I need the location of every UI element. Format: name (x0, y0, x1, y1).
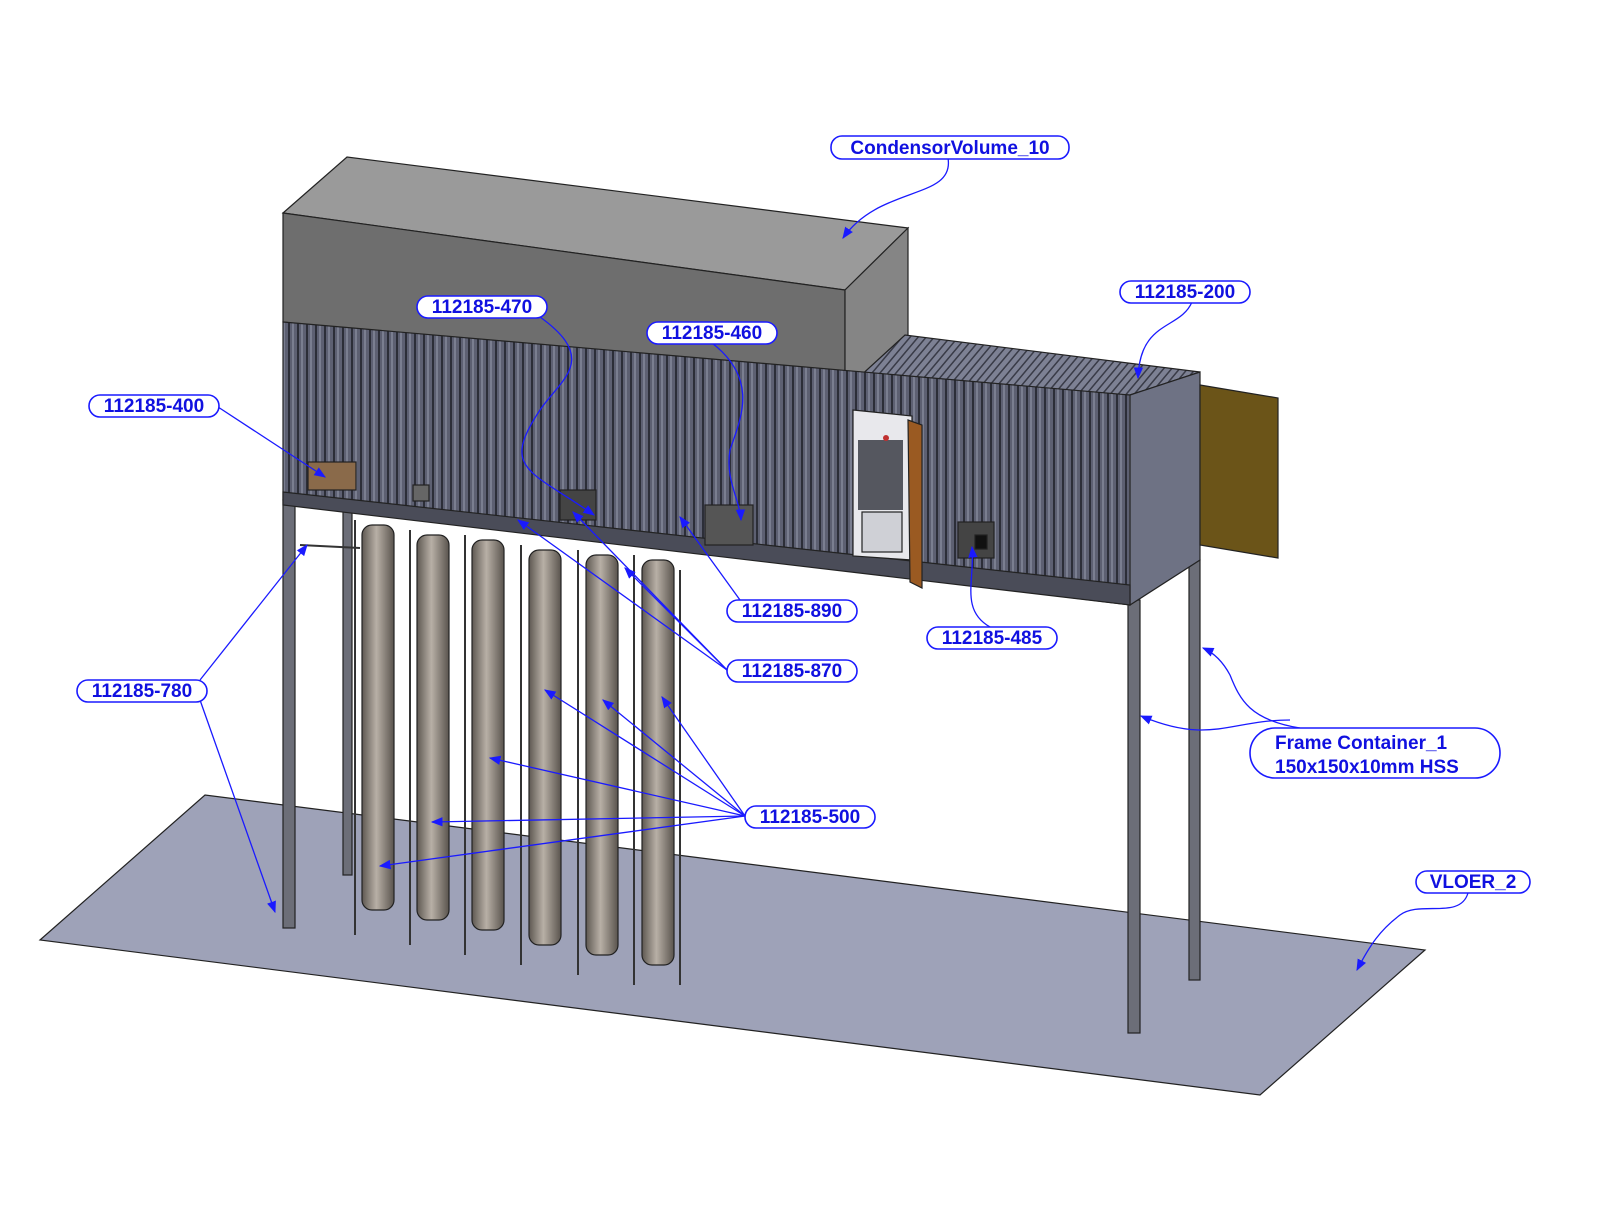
callout-vloer: VLOER_2 (1415, 870, 1531, 894)
callout-label: 112185-460 (662, 323, 762, 344)
container-door (1199, 384, 1279, 559)
callout-112185-200: 112185-200 (1119, 280, 1251, 304)
callout-label: 150x150x10mm HSS (1275, 757, 1459, 778)
condensor-volume (281, 156, 910, 392)
callout-112185-470: 112185-470 (416, 295, 548, 319)
callout-112185-870: 112185-870 (726, 659, 858, 683)
callout-label: CondensorVolume_10 (850, 138, 1049, 159)
service-opening (852, 409, 923, 589)
callout-label: 112185-780 (92, 681, 192, 702)
floor-plate (38, 794, 1427, 1096)
callout-label: 112185-890 (742, 601, 842, 622)
callout-label: 112185-485 (942, 628, 1043, 649)
callout-label: VLOER_2 (1430, 872, 1517, 893)
callout-112185-400: 112185-400 (88, 394, 220, 418)
callout-112185-485: 112185-485 (926, 626, 1058, 650)
callout-112185-500: 112185-500 (744, 805, 876, 829)
callout-label: 112185-470 (432, 297, 532, 318)
callout-frame-container: Frame Container_1 150x150x10mm HSS (1249, 727, 1501, 779)
callout-label: Frame Container_1 (1275, 733, 1448, 754)
callout-label: 112185-400 (104, 396, 204, 417)
callout-112185-890: 112185-890 (726, 599, 858, 623)
columns-500 (299, 520, 681, 985)
callout-label: 112185-870 (742, 661, 842, 682)
callout-label: 112185-200 (1135, 282, 1235, 303)
callout-112185-460: 112185-460 (646, 321, 778, 345)
frame-legs (282, 499, 1201, 1034)
leader-lines (199, 157, 1469, 972)
callout-condensor-volume: CondensorVolume_10 (830, 135, 1070, 160)
callout-label: 112185-500 (760, 807, 860, 828)
callout-112185-780: 112185-780 (76, 679, 208, 703)
